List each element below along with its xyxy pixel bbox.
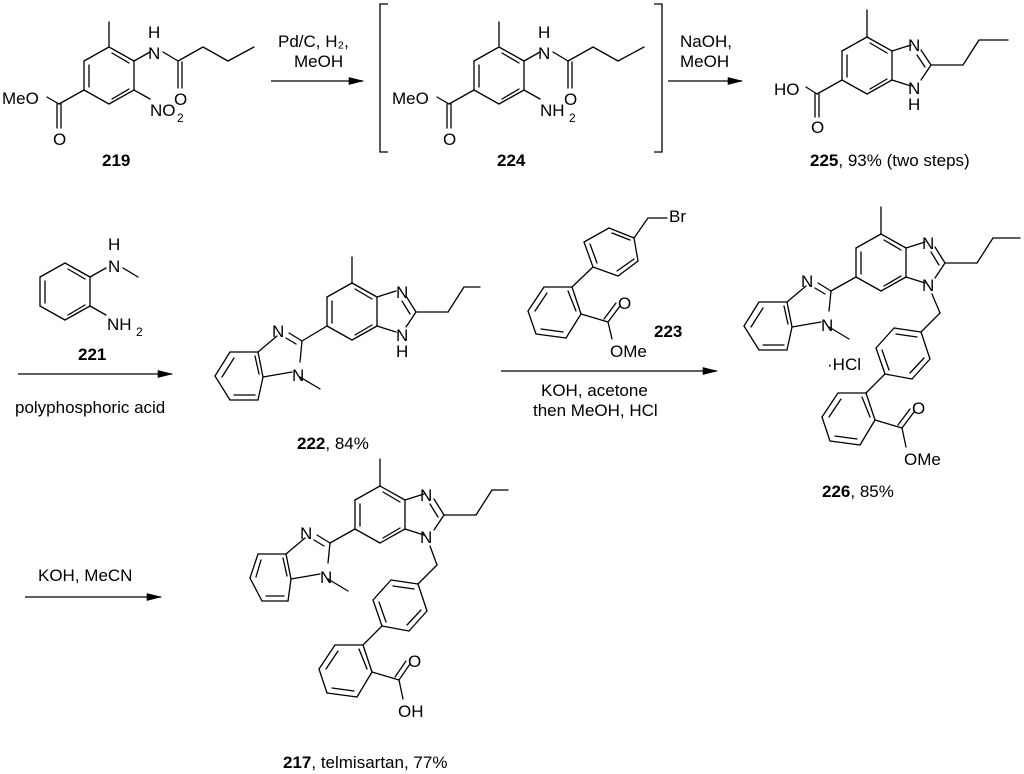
- compound-label-226: 226, 85%: [822, 482, 894, 501]
- atom-amine-sub: 2: [136, 325, 143, 339]
- atom-ho: HO: [774, 80, 800, 99]
- compound-224: H N O NH 2 MeO O 224: [379, 3, 663, 170]
- compound-217: N N N N O OH 217, telmisartan, 77%: [249, 458, 509, 772]
- compound-226-bonds: [743, 206, 1021, 448]
- atom-n: N: [420, 528, 432, 547]
- reaction-step-1: Pd/C, H₂, MeOH: [271, 32, 365, 85]
- compound-224-bonds: [436, 21, 645, 129]
- compound-219-bonds: [46, 21, 255, 129]
- atom-n: N: [320, 568, 332, 587]
- compound-number: 225: [810, 151, 838, 170]
- atom-meo: MeO: [2, 89, 39, 108]
- atom-h: H: [538, 23, 550, 42]
- reaction-step-2: NaOH, MeOH: [668, 32, 744, 85]
- atom-meo: MeO: [392, 89, 429, 108]
- atom-o: O: [564, 90, 577, 109]
- atom-o: O: [618, 294, 631, 313]
- condition-text: NaOH,: [680, 32, 732, 51]
- compound-222: N N N N H 222, 84%: [214, 256, 481, 453]
- compound-number: 226: [822, 482, 850, 501]
- compound-221: H N NH 2 221: [39, 235, 143, 364]
- atom-n: N: [396, 283, 408, 302]
- compound-217-bonds: [249, 458, 509, 700]
- compound-label-223: 223: [654, 322, 682, 341]
- compound-yield: , 93% (two steps): [838, 151, 969, 170]
- atom-br: Br: [669, 207, 686, 226]
- atom-nitro: NO: [150, 101, 176, 120]
- compound-label-217: 217, telmisartan, 77%: [283, 753, 447, 772]
- compound-226: N N N N ·HCl O OMe 226, 85%: [743, 206, 1021, 501]
- atom-h: H: [908, 95, 920, 114]
- atom-n: N: [420, 486, 432, 505]
- atom-o: O: [811, 118, 824, 137]
- atom-amine-sub: 2: [569, 111, 576, 125]
- salt-hcl: ·HCl: [827, 355, 861, 374]
- atom-n: N: [821, 316, 833, 335]
- reaction-step-3: polyphosphoric acid: [15, 370, 174, 417]
- atom-o: O: [443, 130, 456, 149]
- atom-h: H: [396, 342, 408, 361]
- compound-223-bonds: [527, 217, 668, 340]
- atom-n: N: [292, 366, 304, 385]
- atom-amine: NH: [107, 315, 132, 334]
- condition-text: MeOH: [680, 52, 729, 71]
- compound-label-219: 219: [102, 151, 130, 170]
- atom-o: O: [53, 130, 66, 149]
- left-bracket: [379, 3, 388, 153]
- atom-o: O: [408, 652, 421, 671]
- condition-text: KOH, acetone: [541, 381, 648, 400]
- condition-text: then MeOH, HCl: [533, 401, 658, 420]
- atom-n: N: [922, 276, 934, 295]
- atom-amine: NH: [540, 101, 565, 120]
- compound-label-225: 225, 93% (two steps): [810, 151, 970, 170]
- compound-number: 222: [297, 434, 325, 453]
- reaction-step-5: KOH, MeCN: [25, 566, 163, 601]
- atom-o: O: [912, 399, 925, 418]
- atom-ome: OMe: [610, 342, 647, 361]
- atom-n: N: [538, 44, 550, 63]
- condition-text: Pd/C, H₂,: [278, 32, 349, 51]
- condition-text: MeOH: [294, 52, 343, 71]
- compound-number: 217: [283, 753, 311, 772]
- reaction-step-4: KOH, acetone then MeOH, HCl: [501, 367, 719, 420]
- right-bracket: [654, 3, 663, 153]
- atom-n: N: [272, 322, 284, 341]
- atom-h: H: [108, 235, 120, 254]
- condition-text: polyphosphoric acid: [15, 398, 165, 417]
- atom-n: N: [908, 79, 920, 98]
- compound-yield: , 84%: [325, 434, 368, 453]
- atom-ome: OMe: [904, 450, 941, 469]
- compound-225-bonds: [805, 9, 1009, 118]
- atom-n: N: [148, 44, 160, 63]
- compound-label-222: 222, 84%: [297, 434, 369, 453]
- compound-222-bonds: [214, 256, 481, 401]
- atom-n: N: [922, 234, 934, 253]
- atom-n: N: [801, 272, 813, 291]
- atom-n: N: [396, 326, 408, 345]
- compound-label-224: 224: [497, 151, 526, 170]
- condition-text: KOH, MeCN: [38, 566, 132, 585]
- atom-nitro-sub: 2: [177, 111, 184, 125]
- atom-n: N: [908, 36, 920, 55]
- compound-225: N N H HO O 225, 93% (two steps): [774, 9, 1009, 170]
- compound-yield: , 85%: [850, 482, 893, 501]
- compound-221-bonds: [39, 262, 139, 321]
- atom-h: H: [148, 23, 160, 42]
- compound-yield: , telmisartan, 77%: [311, 753, 447, 772]
- compound-label-221: 221: [78, 345, 106, 364]
- atom-o: O: [174, 90, 187, 109]
- atom-oh: OH: [398, 702, 424, 721]
- atom-n: N: [108, 257, 120, 276]
- atom-n: N: [300, 524, 312, 543]
- compound-223: Br O OMe 223: [527, 207, 686, 361]
- compound-219: H N O NO 2 MeO O 219: [2, 21, 255, 170]
